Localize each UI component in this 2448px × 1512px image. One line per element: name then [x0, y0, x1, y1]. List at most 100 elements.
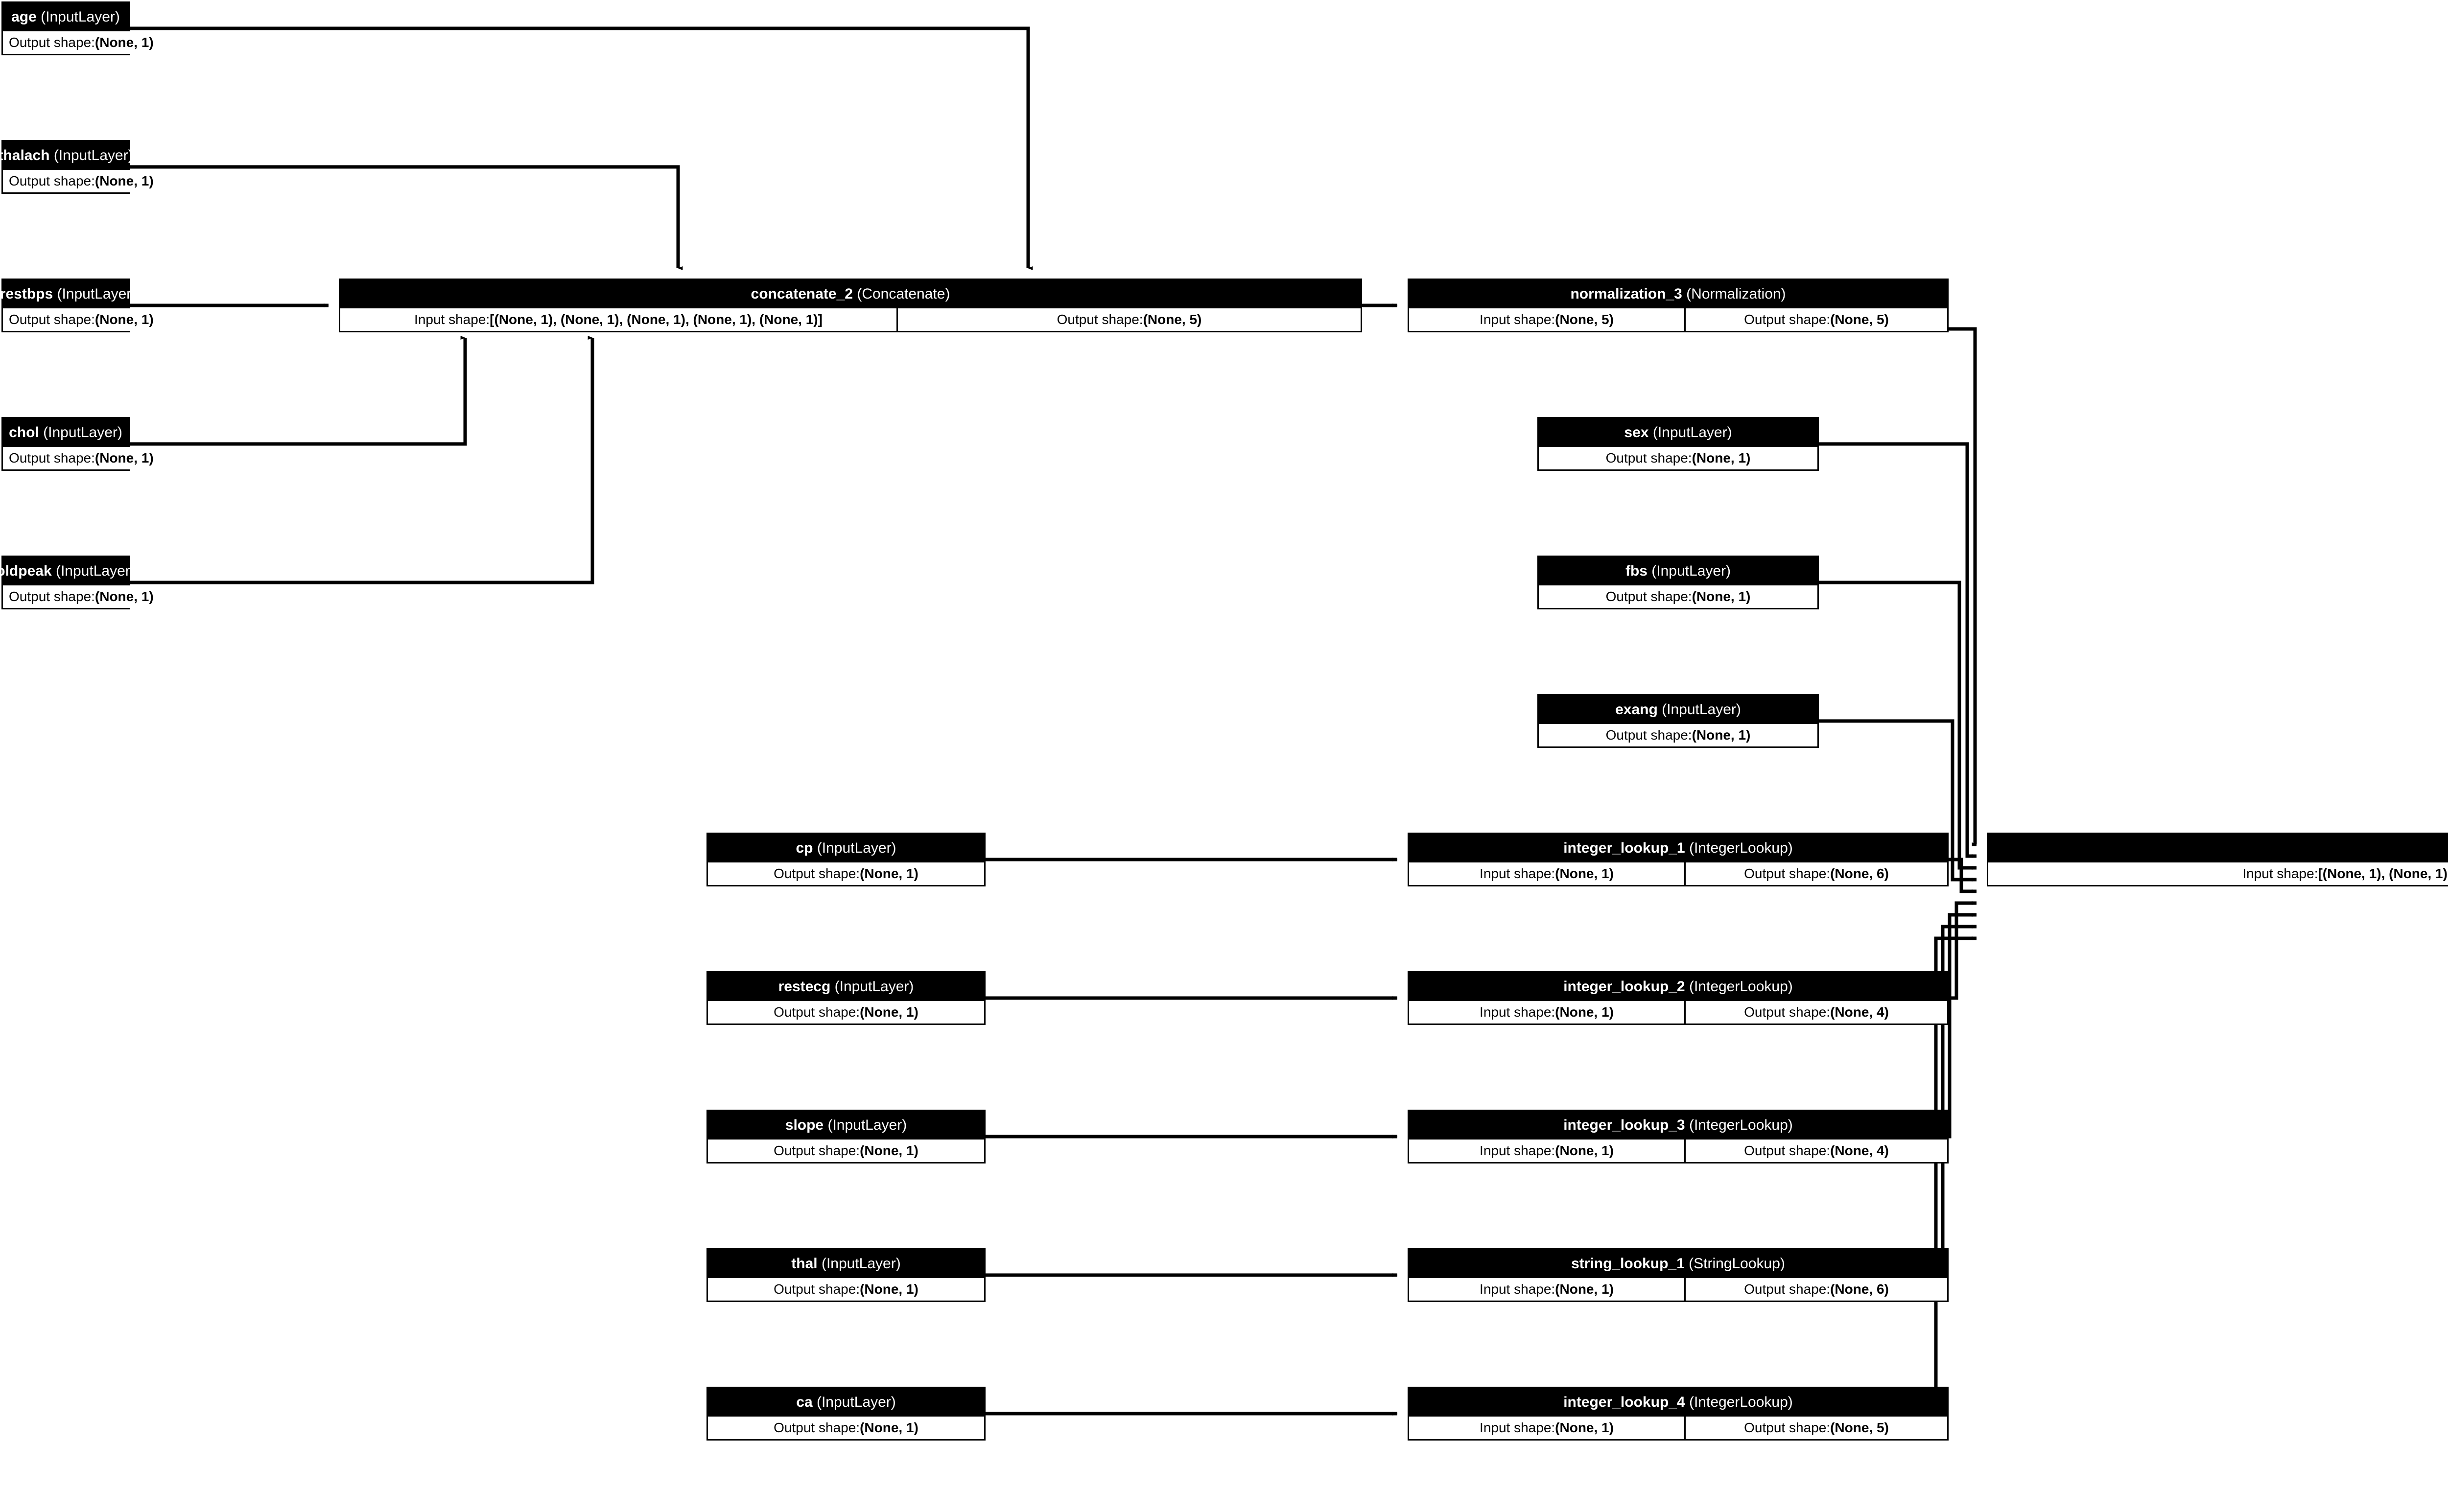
node-oldpeak-class: (InputLayer) [55, 563, 135, 580]
node-cp-output-shape: Output shape: (None, 1) [708, 862, 984, 885]
node-slope-name: slope [785, 1117, 824, 1134]
edge-integer_lookup_2-to-concatenate_3 [1949, 901, 1977, 1000]
node-restecg-title: restecg (InputLayer) [708, 973, 984, 1001]
node-integer_lookup_2-input-shape: Input shape: (None, 1) [1409, 1001, 1684, 1024]
node-chol[interactable]: chol (InputLayer) Output shape: (None, 1… [1, 417, 160, 471]
node-thalach-output-shape: Output shape: (None, 1) [3, 170, 160, 192]
node-trestbps-name: trestbps [0, 286, 53, 302]
node-exang[interactable]: exang (InputLayer) Output shape: (None, … [1537, 694, 1819, 748]
node-integer_lookup_3-title: integer_lookup_3 (IntegerLookup) [1409, 1111, 1947, 1140]
node-integer_lookup_3[interactable]: integer_lookup_3 (IntegerLookup) Input s… [1408, 1110, 1949, 1163]
edge-age-to-concatenate_2 [130, 26, 1033, 270]
node-integer_lookup_2[interactable]: integer_lookup_2 (IntegerLookup) Input s… [1408, 971, 1949, 1025]
node-restecg[interactable]: restecg (InputLayer) Output shape: (None… [706, 971, 986, 1025]
node-trestbps-output-shape: Output shape: (None, 1) [3, 308, 160, 331]
node-integer_lookup_1[interactable]: integer_lookup_1 (IntegerLookup) Input s… [1408, 833, 1949, 886]
node-thal-output-shape: Output shape: (None, 1) [708, 1278, 984, 1301]
node-cp-title: cp (InputLayer) [708, 834, 984, 862]
node-integer_lookup_2-title: integer_lookup_2 (IntegerLookup) [1409, 973, 1947, 1001]
node-age-name: age [11, 9, 37, 25]
node-sex-name: sex [1624, 424, 1649, 441]
node-string_lookup_1-output-shape: Output shape: (None, 6) [1686, 1278, 1947, 1301]
node-restecg-name: restecg [778, 978, 831, 995]
node-string_lookup_1[interactable]: string_lookup_1 (StringLookup) Input sha… [1408, 1248, 1949, 1302]
node-exang-title: exang (InputLayer) [1539, 696, 1817, 724]
node-fbs-name: fbs [1625, 563, 1648, 580]
node-normalization_3[interactable]: normalization_3 (Normalization) Input sh… [1408, 279, 1949, 332]
node-trestbps-shape-row: Output shape: (None, 1) [3, 308, 160, 331]
edge-chol-to-concatenate_2 [130, 336, 467, 446]
node-thal-class: (InputLayer) [821, 1256, 901, 1272]
node-exang-output-shape: Output shape: (None, 1) [1539, 724, 1817, 746]
node-exang-class: (InputLayer) [1662, 701, 1741, 718]
node-thalach-name: thalach [0, 147, 50, 164]
node-thalach-title: thalach (InputLayer) [0, 141, 133, 170]
node-string_lookup_1-name: string_lookup_1 [1571, 1256, 1685, 1272]
node-slope-class: (InputLayer) [827, 1117, 907, 1134]
node-thal-name: thal [791, 1256, 818, 1272]
node-concatenate_2-output-shape: Output shape: (None, 5) [898, 308, 1361, 331]
node-integer_lookup_2-name: integer_lookup_2 [1563, 978, 1685, 995]
node-ca-name: ca [796, 1394, 813, 1411]
node-concatenate_3-shape-row: Input shape: [(None, 1), (None, 1), (Non… [1988, 862, 2448, 885]
node-age-class: (InputLayer) [41, 9, 120, 25]
node-age-output-shape: Output shape: (None, 1) [3, 31, 160, 54]
node-oldpeak-output-shape: Output shape: (None, 1) [3, 585, 160, 608]
node-integer_lookup_1-title: integer_lookup_1 (IntegerLookup) [1409, 834, 1947, 862]
node-thalach[interactable]: thalach (InputLayer) Output shape: (None… [0, 140, 160, 194]
node-string_lookup_1-input-shape: Input shape: (None, 1) [1409, 1278, 1684, 1301]
edge-thalach-to-concatenate_2 [130, 165, 683, 270]
node-integer_lookup_2-output-shape: Output shape: (None, 4) [1686, 1001, 1947, 1024]
node-age[interactable]: age (InputLayer) Output shape: (None, 1) [1, 1, 160, 55]
node-concatenate_3-title: concatenate_3 (Concatenate) [1988, 834, 2448, 862]
node-string_lookup_1-class: (StringLookup) [1689, 1256, 1785, 1272]
node-string_lookup_1-shape-row: Input shape: (None, 1) Output shape: (No… [1409, 1278, 1947, 1301]
node-slope-shape-row: Output shape: (None, 1) [708, 1140, 984, 1162]
node-cp-shape-row: Output shape: (None, 1) [708, 862, 984, 885]
node-cp-name: cp [796, 840, 813, 857]
node-sex-shape-row: Output shape: (None, 1) [1539, 447, 1817, 469]
node-trestbps[interactable]: trestbps (InputLayer) Output shape: (Non… [0, 279, 160, 332]
node-slope[interactable]: slope (InputLayer) Output shape: (None, … [706, 1110, 986, 1163]
node-integer_lookup_3-class: (IntegerLookup) [1689, 1117, 1793, 1134]
edge-oldpeak-to-concatenate_2 [130, 336, 594, 584]
node-exang-name: exang [1615, 701, 1658, 718]
node-sex-class: (InputLayer) [1652, 424, 1732, 441]
edge-integer_lookup_1-to-concatenate_3 [1949, 858, 1977, 893]
node-fbs-output-shape: Output shape: (None, 1) [1539, 585, 1817, 608]
edge-integer_lookup_3-to-concatenate_3 [1948, 913, 1977, 1139]
node-integer_lookup_3-shape-row: Input shape: (None, 1) Output shape: (No… [1409, 1140, 1947, 1162]
node-oldpeak[interactable]: oldpeak (InputLayer) Output shape: (None… [0, 556, 160, 609]
node-thal[interactable]: thal (InputLayer) Output shape: (None, 1… [706, 1248, 986, 1302]
node-integer_lookup_4-shape-row: Input shape: (None, 1) Output shape: (No… [1409, 1417, 1947, 1439]
node-integer_lookup_1-name: integer_lookup_1 [1563, 840, 1685, 857]
node-fbs[interactable]: fbs (InputLayer) Output shape: (None, 1) [1537, 556, 1819, 609]
node-age-title: age (InputLayer) [3, 3, 128, 31]
node-integer_lookup_4-class: (IntegerLookup) [1689, 1394, 1793, 1411]
node-slope-output-shape: Output shape: (None, 1) [708, 1140, 984, 1162]
node-concatenate_3[interactable]: concatenate_3 (Concatenate) Input shape:… [1987, 833, 2448, 886]
edge-fbs-to-concatenate_3 [1819, 581, 1977, 870]
node-ca-output-shape: Output shape: (None, 1) [708, 1417, 984, 1439]
node-integer_lookup_4-input-shape: Input shape: (None, 1) [1409, 1417, 1684, 1439]
node-concatenate_2[interactable]: concatenate_2 (Concatenate) Input shape:… [339, 279, 1362, 332]
node-integer_lookup_4-output-shape: Output shape: (None, 5) [1686, 1417, 1947, 1439]
node-fbs-class: (InputLayer) [1651, 563, 1731, 580]
node-ca-class: (InputLayer) [816, 1394, 896, 1411]
node-integer_lookup_4[interactable]: integer_lookup_4 (IntegerLookup) Input s… [1408, 1387, 1949, 1441]
node-normalization_3-shape-row: Input shape: (None, 5) Output shape: (No… [1409, 308, 1947, 331]
node-chol-shape-row: Output shape: (None, 1) [3, 447, 160, 469]
node-ca[interactable]: ca (InputLayer) Output shape: (None, 1) [706, 1387, 986, 1441]
node-cp[interactable]: cp (InputLayer) Output shape: (None, 1) [706, 833, 986, 886]
node-chol-name: chol [9, 424, 39, 441]
node-chol-output-shape: Output shape: (None, 1) [3, 447, 160, 469]
node-sex[interactable]: sex (InputLayer) Output shape: (None, 1) [1537, 417, 1819, 471]
node-concatenate_2-name: concatenate_2 [751, 286, 853, 302]
edge-normalization_3-to-concatenate_3 [1949, 327, 1977, 846]
node-concatenate_2-class: (Concatenate) [857, 286, 950, 302]
node-concatenate_2-title: concatenate_2 (Concatenate) [340, 280, 1361, 308]
node-slope-title: slope (InputLayer) [708, 1111, 984, 1140]
node-exang-shape-row: Output shape: (None, 1) [1539, 724, 1817, 746]
node-integer_lookup_4-name: integer_lookup_4 [1563, 1394, 1685, 1411]
